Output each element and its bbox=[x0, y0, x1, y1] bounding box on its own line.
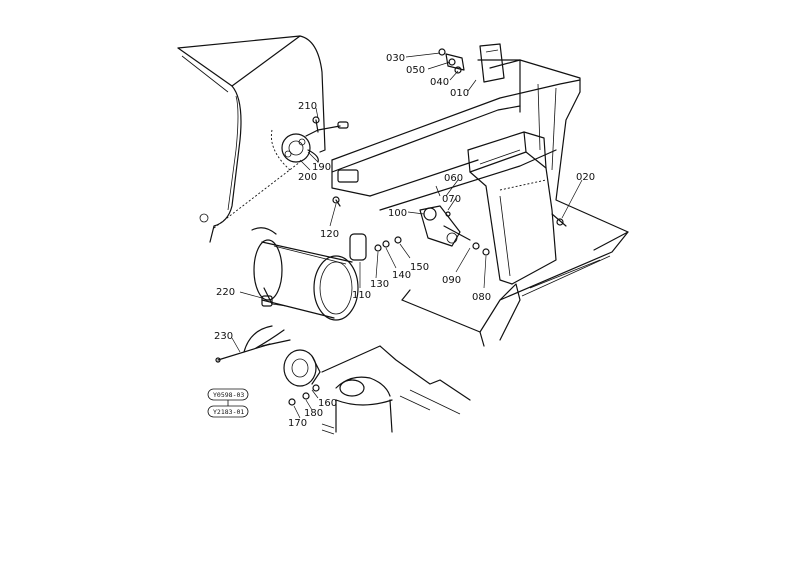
label-080: 080 bbox=[472, 292, 491, 303]
reference-codes: Y0598-03 Y2183-01 bbox=[207, 388, 249, 418]
top-bracket bbox=[438, 48, 465, 74]
label-120: 120 bbox=[320, 229, 339, 240]
reference-code-1: Y0598-03 bbox=[213, 391, 244, 399]
label-070: 070 bbox=[442, 194, 461, 205]
part-labels: 030 050 040 010 020 060 070 100 090 080 … bbox=[214, 53, 595, 429]
canister bbox=[251, 227, 402, 321]
leader-lines bbox=[231, 52, 583, 419]
label-210: 210 bbox=[298, 101, 317, 112]
label-020: 020 bbox=[576, 172, 595, 183]
label-100: 100 bbox=[388, 208, 407, 219]
horn bbox=[283, 349, 321, 406]
label-010: 010 bbox=[450, 88, 469, 99]
label-040: 040 bbox=[430, 77, 449, 88]
label-200: 200 bbox=[298, 172, 317, 183]
label-220: 220 bbox=[216, 287, 235, 298]
label-180: 180 bbox=[304, 408, 323, 419]
label-150: 150 bbox=[410, 262, 429, 273]
label-030: 030 bbox=[386, 53, 405, 64]
reference-code-2: Y2183-01 bbox=[213, 408, 244, 416]
label-130: 130 bbox=[370, 279, 389, 290]
label-140: 140 bbox=[392, 270, 411, 281]
actuator-assembly bbox=[332, 169, 567, 256]
center-tower bbox=[467, 131, 557, 285]
main-frame bbox=[331, 43, 629, 347]
label-050: 050 bbox=[406, 65, 425, 76]
label-190: 190 bbox=[312, 162, 331, 173]
label-090: 090 bbox=[442, 275, 461, 286]
label-110: 110 bbox=[352, 290, 371, 301]
label-230: 230 bbox=[214, 331, 233, 342]
wire-harness bbox=[215, 325, 291, 363]
connector bbox=[261, 287, 287, 307]
cab-panel bbox=[177, 35, 326, 243]
label-060: 060 bbox=[444, 173, 463, 184]
lower-frame bbox=[321, 345, 471, 435]
switch-assembly bbox=[281, 116, 349, 163]
label-160: 160 bbox=[318, 398, 337, 409]
label-170: 170 bbox=[288, 418, 307, 429]
